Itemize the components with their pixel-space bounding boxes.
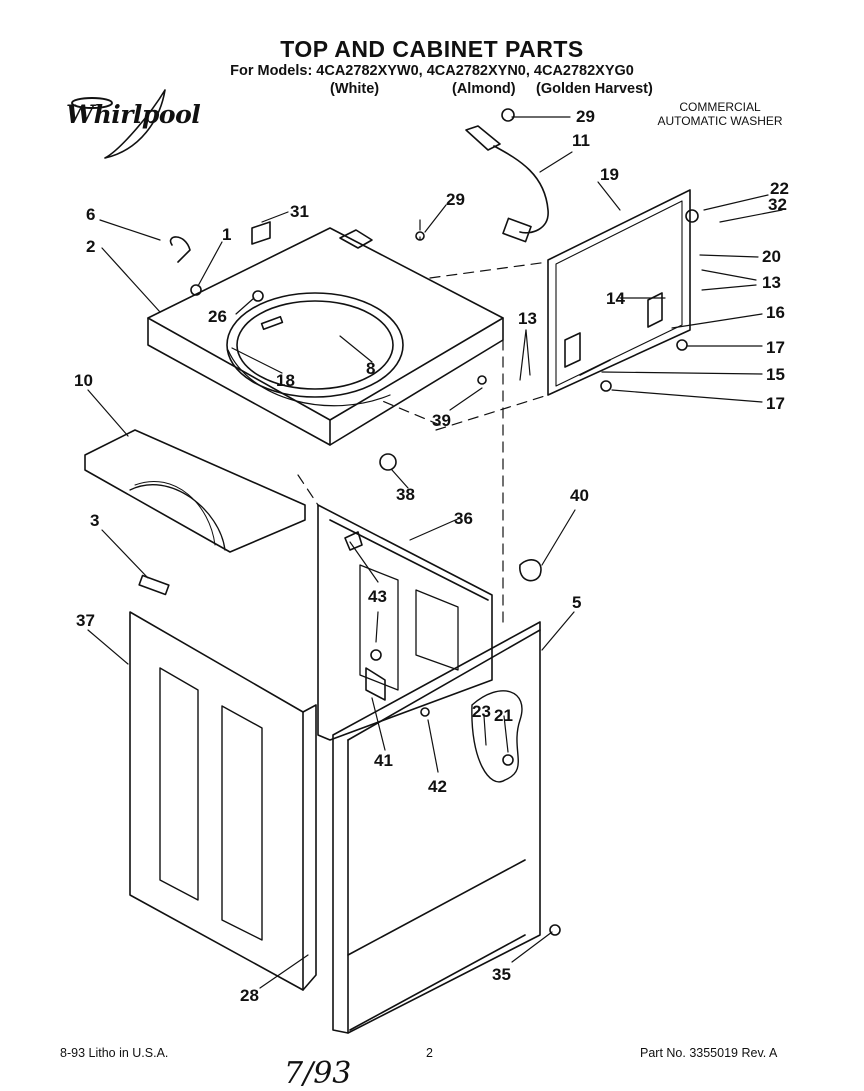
callout-14: 14	[606, 289, 625, 308]
callout-26: 26	[208, 307, 227, 326]
assembly-guide-lines	[297, 219, 549, 623]
callout-8: 8	[366, 359, 376, 378]
callout-2: 2	[86, 237, 96, 256]
callout-40: 40	[570, 486, 589, 505]
small-parts	[138, 108, 699, 936]
models-line: For Models: 4CA2782XYW0, 4CA2782XYN0, 4C…	[230, 63, 634, 79]
leader-lines	[87, 116, 783, 989]
callout-41: 41	[374, 751, 393, 770]
callout-38: 38	[396, 485, 415, 504]
callout-13-left: 13	[518, 309, 537, 328]
callout-6: 6	[86, 205, 96, 224]
lid	[547, 189, 691, 396]
callout-3: 3	[90, 511, 100, 530]
callout-28: 28	[240, 986, 259, 1005]
callout-16: 16	[766, 303, 785, 322]
callout-17-lower: 17	[766, 394, 785, 413]
callout-39: 39	[432, 411, 451, 430]
washer-top	[147, 227, 504, 446]
callout-23: 23	[472, 702, 491, 721]
cabinet-rear-panel	[317, 504, 493, 741]
callout-21: 21	[494, 706, 513, 725]
callout-37: 37	[76, 611, 95, 630]
callout-19: 19	[600, 165, 619, 184]
footer-part-number: Part No. 3355019 Rev. A	[640, 1046, 778, 1060]
callout-15: 15	[766, 365, 785, 384]
appliance-line-1: COMMERCIAL	[679, 100, 761, 114]
callout-13-right: 13	[762, 273, 781, 292]
callout-29-top: 29	[576, 107, 595, 126]
callout-18: 18	[276, 371, 295, 390]
lid-hinges	[564, 292, 663, 376]
appliance-type: COMMERCIAL AUTOMATIC WASHER	[640, 100, 800, 128]
callout-29-mid: 29	[446, 190, 465, 209]
color-almond-label: (Almond)	[452, 81, 516, 97]
cabinet-side-panel	[129, 611, 317, 991]
callout-35: 35	[492, 965, 511, 984]
callout-1: 1	[222, 225, 232, 244]
color-white-label: (White)	[330, 81, 380, 97]
rear-brace	[84, 429, 306, 553]
callout-36: 36	[454, 509, 473, 528]
page-title: TOP AND CABINET PARTS	[280, 36, 584, 62]
appliance-line-2: AUTOMATIC WASHER	[657, 114, 783, 128]
callout-5: 5	[572, 593, 582, 612]
callout-42: 42	[428, 777, 447, 796]
callout-20: 20	[762, 247, 781, 266]
callout-10: 10	[74, 371, 93, 390]
callout-11: 11	[572, 131, 590, 150]
footer-print-date: 8-93 Litho in U.S.A.	[60, 1046, 169, 1060]
handwritten-date: 7/93	[284, 1056, 352, 1091]
footer-page-number: 2	[426, 1046, 433, 1060]
logo-swirl	[71, 89, 166, 159]
callout-32: 32	[768, 195, 787, 214]
callout-31: 31	[290, 202, 309, 221]
lid-switch-harness	[465, 125, 549, 243]
brand-logo: Whirlpool	[66, 100, 201, 129]
color-golden-label: (Golden Harvest)	[536, 81, 653, 97]
callout-17-upper: 17	[766, 338, 785, 357]
cabinet-front-panel	[332, 621, 541, 1034]
callout-43: 43	[368, 587, 387, 606]
callout-22: 22	[770, 179, 789, 198]
